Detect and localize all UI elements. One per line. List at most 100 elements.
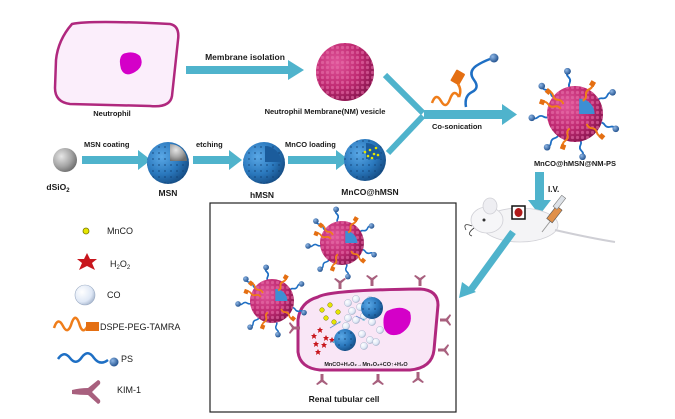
ps-ball: [275, 331, 281, 338]
mnco-loading-label: MnCO loading: [285, 140, 336, 149]
ps-ball: [564, 67, 571, 75]
co-bubble: [344, 299, 352, 307]
renal-tubular-cell: [296, 287, 440, 372]
msn-label: MSN: [159, 188, 178, 198]
tamra-head: [259, 324, 266, 330]
kim1-receptor: [414, 275, 426, 286]
mnco-particle: [363, 150, 367, 154]
tamra-head: [243, 288, 249, 295]
tamra-head: [559, 143, 567, 151]
ps-ball: [371, 251, 377, 258]
legend-item-kim1: KIM-1: [72, 380, 141, 404]
co-bubble: [344, 314, 352, 322]
h2o2-star-icon: [77, 253, 97, 270]
mouse-illustration: [464, 197, 616, 243]
mnco-particle: [368, 148, 372, 152]
tamra-head: [313, 230, 319, 237]
nm-vesicle: [316, 43, 374, 101]
co-bubble: [372, 338, 380, 346]
co-bubble: [342, 322, 350, 330]
neutrophil-label: Neutrophil: [93, 109, 131, 118]
dspe-peg-chain: [250, 282, 264, 294]
final-np-label: MnCO@hMSN@NM-PS: [534, 159, 616, 168]
dspe-peg-chain: [541, 100, 562, 110]
ps-ball: [301, 309, 307, 316]
h2o2-molecule: [313, 341, 319, 347]
nucleus-icon: [119, 52, 142, 75]
ps-chain-icon: [56, 352, 119, 367]
ps-ball: [368, 223, 375, 229]
msn-coating-arrow: [82, 150, 151, 170]
ps-ball: [579, 153, 586, 161]
flow-arrow: [355, 315, 366, 321]
tamra-head: [538, 98, 546, 106]
cell-contents: [311, 295, 384, 355]
mnco-particle: [323, 315, 329, 321]
tamra-head: [360, 257, 367, 264]
inset-box: [209, 202, 457, 413]
svg-text:MnCO: MnCO: [107, 226, 133, 236]
ps-ball: [333, 206, 339, 213]
renal-tubular-cell-label: Renal tubular cell: [309, 394, 380, 404]
membrane-isolation-label: Membrane isolation: [205, 52, 285, 62]
ps-ball: [612, 125, 620, 133]
svg-text:KIM-1: KIM-1: [117, 385, 141, 395]
iv-arrow: [528, 172, 551, 215]
dspe-peg-chain: [350, 250, 364, 262]
dspe-peg-chain: [277, 277, 287, 292]
legend-item-ps: PS: [56, 352, 133, 367]
kim1-receptor: [412, 372, 424, 383]
svg-text:H2O2: H2O2: [110, 259, 131, 271]
co-bubble: [376, 326, 384, 334]
mnco-particle: [372, 152, 376, 156]
tamra-head: [352, 216, 359, 223]
tamra-head: [544, 87, 552, 96]
hmsn-core-cutaway: [579, 98, 595, 114]
mnco-hmsn-label: MnCO@hMSN: [341, 187, 398, 197]
legend-item-co: CO: [74, 284, 121, 306]
ps-ball: [609, 89, 616, 96]
kim1-receptor: [316, 374, 328, 385]
co-bubble: [358, 330, 366, 338]
ps-ball: [543, 143, 551, 151]
dspe-peg-chain: [315, 232, 332, 240]
mnco-particle: [331, 319, 337, 325]
dspe-peg-chain: [280, 308, 294, 320]
svg-text:CO: CO: [107, 290, 121, 300]
dspe-peg-chain: [261, 311, 269, 328]
dspe-peg-chain: [331, 253, 339, 270]
co-bubble: [360, 342, 368, 350]
kim1-receptor: [289, 322, 300, 334]
dsio2-particle: [53, 148, 77, 172]
h2o2-molecule: [323, 335, 329, 341]
inset-nanoparticle-1: [305, 206, 377, 280]
dspe-peg-chain: [347, 219, 357, 234]
co-bubble: [348, 307, 356, 315]
mnco-particle: [374, 146, 378, 150]
dspe-peg-chain: [561, 127, 571, 148]
syringe-icon: [541, 194, 567, 233]
ps-ball: [247, 324, 253, 330]
reaction-equation: MnCO+H₂O₂→Mn₂O₃+CO↑+H₂O: [324, 362, 408, 368]
tamra-head: [290, 315, 297, 322]
kim1-receptor: [372, 374, 384, 385]
ps-ball: [538, 82, 546, 90]
h2o2-molecule: [315, 349, 321, 355]
tamra-head: [317, 222, 324, 229]
h2o2-molecule: [317, 327, 323, 333]
etching-label: etching: [196, 140, 223, 149]
msn-coating-label: MSN coating: [84, 140, 130, 149]
mnco-particle: [335, 309, 341, 315]
nm-vesicle-label: Neutrophil Membrane(NM) vesicle: [265, 107, 386, 116]
mnco-particle: [319, 307, 325, 313]
co-bubble-icon: [74, 284, 96, 306]
mnco-particle: [366, 154, 370, 158]
dsio2-label: dSiO2: [46, 182, 70, 194]
tamra-head: [329, 266, 336, 272]
hmsn-core-cutaway: [345, 230, 358, 243]
dspe-peg-chain: [320, 224, 334, 236]
neutrophil-cell: [53, 20, 180, 108]
ps-ball: [317, 266, 323, 272]
kim1-receptors: [289, 275, 451, 385]
